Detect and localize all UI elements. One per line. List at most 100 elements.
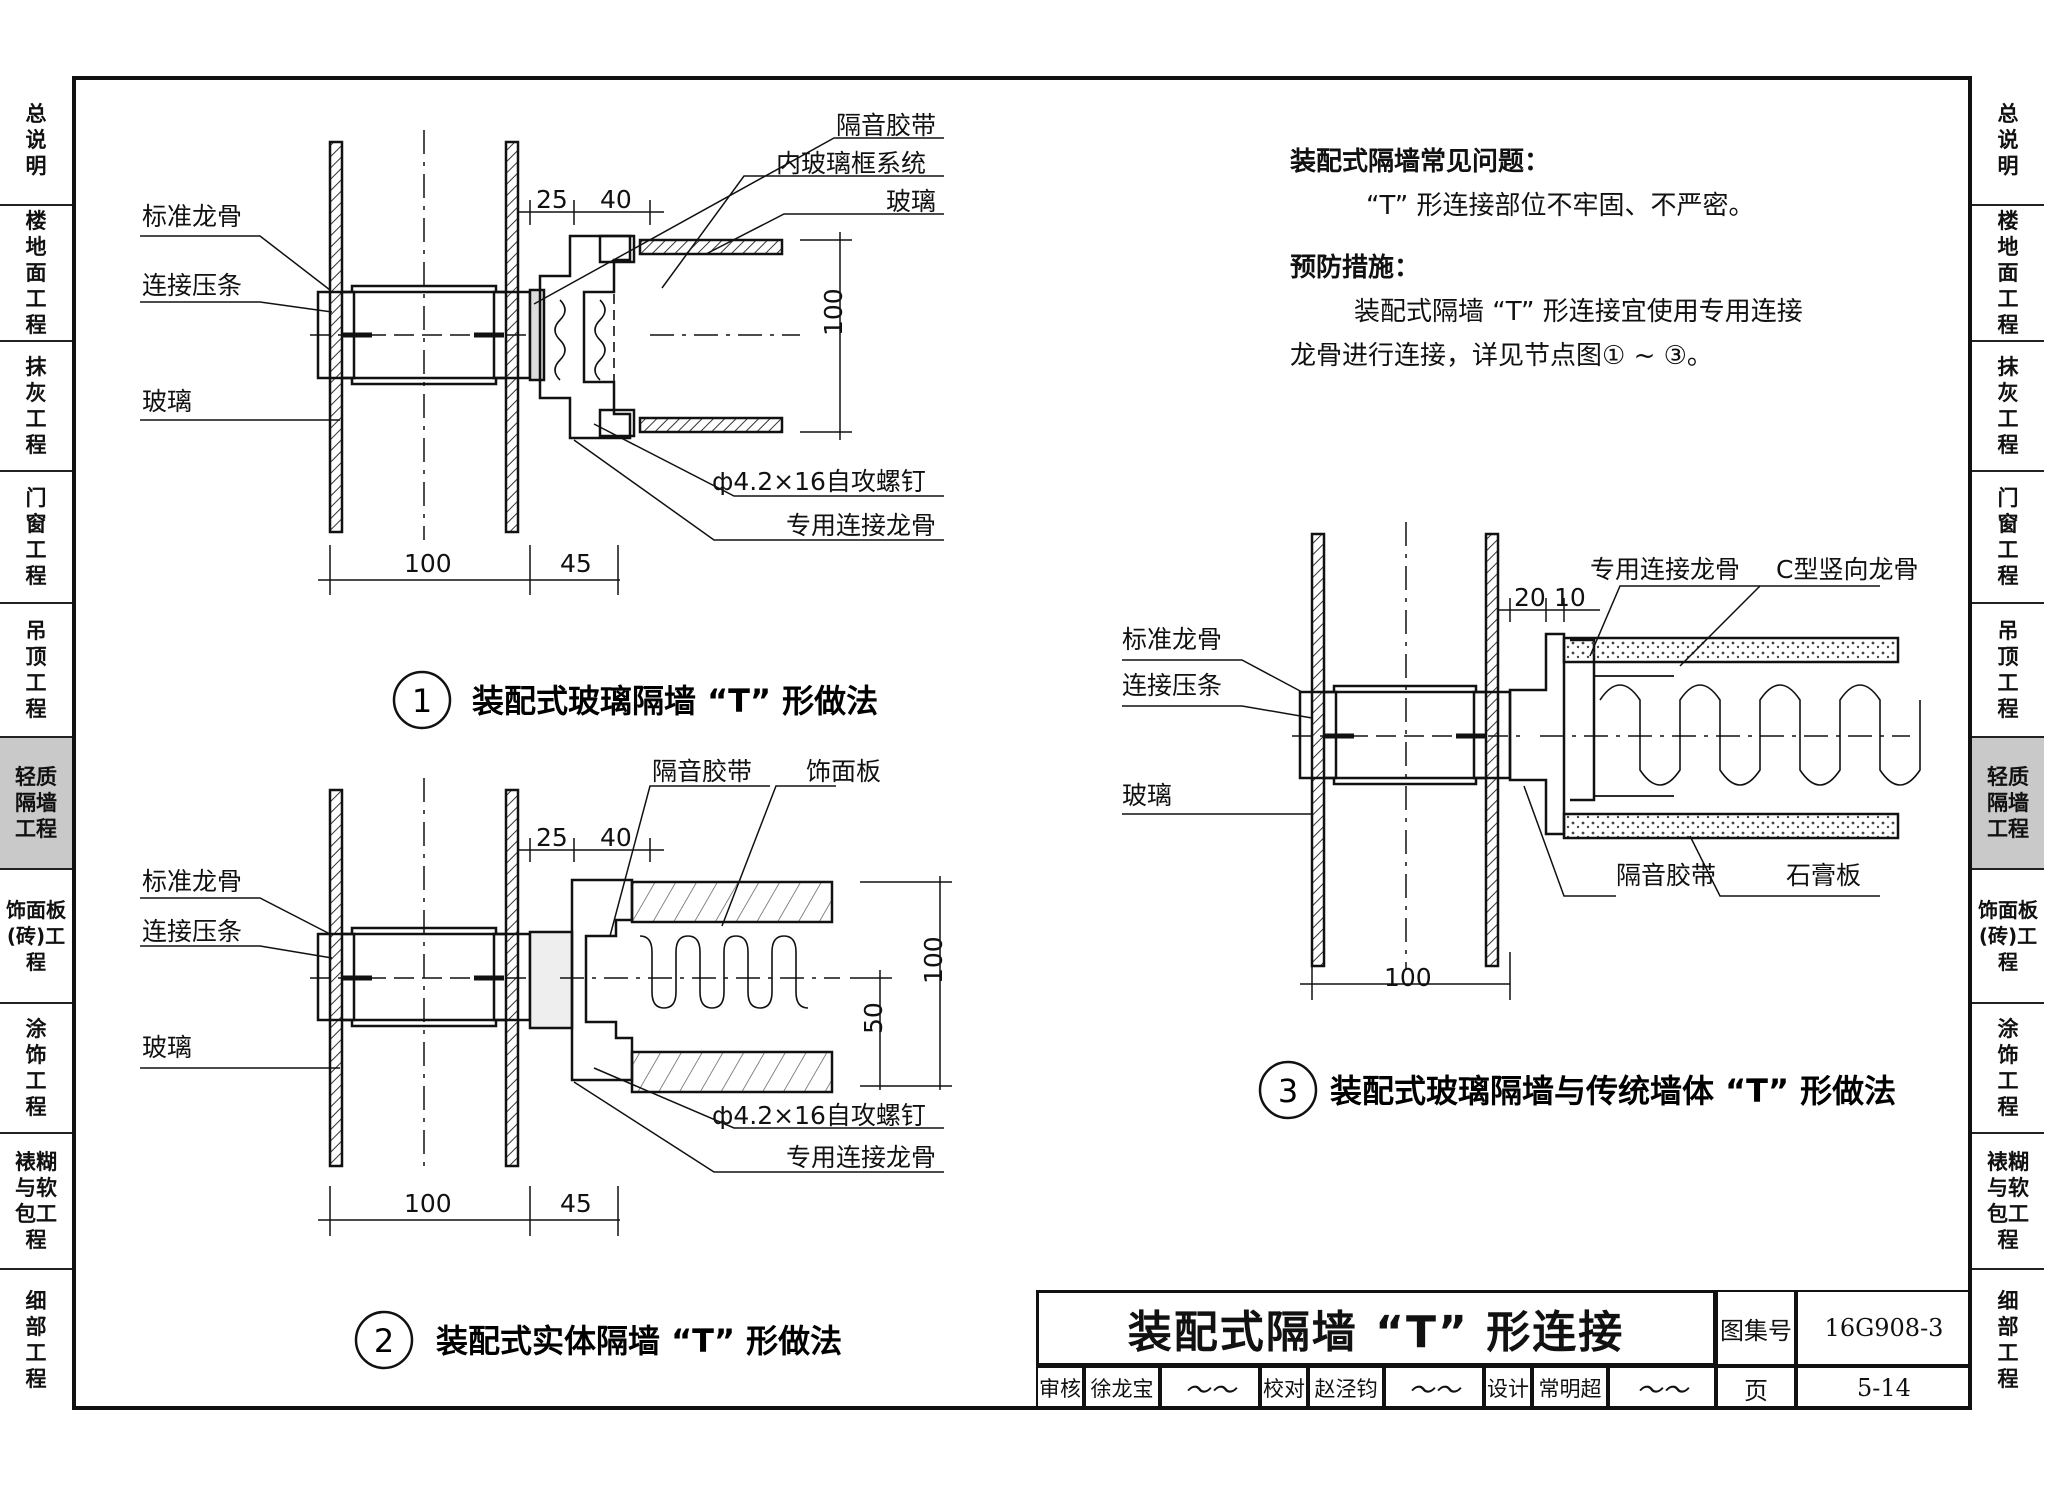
- right-tab-strip: 总说明 楼地面工程 抹灰工程 门窗工程 吊顶工程 轻质隔墙工程 饰面板(砖)工程…: [1972, 76, 2044, 1410]
- d1-dim-100: 100: [404, 549, 452, 578]
- page-label: 页: [1716, 1366, 1796, 1410]
- tab-detail[interactable]: 细部工程: [25, 1289, 47, 1391]
- checker-name: 赵泾钧: [1308, 1366, 1384, 1410]
- d2-label-press-strip: 连接压条: [142, 917, 242, 946]
- notes-block: 装配式隔墙常见问题： “T” 形连接部位不牢固、不严密。 预防措施： 装配式隔墙…: [1290, 140, 1803, 378]
- tab-general-right[interactable]: 总说明: [1972, 76, 2044, 206]
- d1-dim-40: 40: [600, 185, 632, 214]
- d1-caption-number: 1: [412, 682, 432, 720]
- detail-2-caption: 2 装配式实体隔墙 “T” 形做法: [354, 1310, 842, 1370]
- tab-wallpaper[interactable]: 裱糊与软包工程: [0, 1134, 72, 1270]
- d3-insulation: [1599, 684, 1921, 786]
- d1-glass-top: [638, 238, 784, 256]
- tab-doors-windows-right[interactable]: 门窗工程: [1972, 472, 2044, 604]
- d3-dim-10: 10: [1554, 583, 1586, 612]
- d3-caption-text: 装配式玻璃隔墙与传统墙体 “T” 形做法: [1330, 1072, 1896, 1110]
- tab-ceiling-right[interactable]: 吊顶工程: [1972, 604, 2044, 738]
- d3-label-special-keel: 专用连接龙骨: [1590, 555, 1740, 584]
- detail-3-labels: 标准龙骨 连接压条 玻璃 专用连接龙骨 C型竖向龙骨 隔音胶带 石膏板 20 1…: [1122, 555, 1918, 992]
- d3-caption-circle: [1258, 1060, 1318, 1120]
- detail-2: [140, 778, 952, 1236]
- d2-dim-25: 25: [536, 823, 568, 852]
- designer-signature: 〜〜: [1608, 1366, 1716, 1410]
- reviewer-name: 徐龙宝: [1084, 1366, 1160, 1410]
- d1-label-standard-keel: 标准龙骨: [142, 202, 242, 231]
- tab-floor-right[interactable]: 楼地面工程: [1972, 206, 2044, 342]
- d2-insulation: [639, 935, 809, 1009]
- d1-label-sound-tape: 隔音胶带: [836, 111, 936, 140]
- check-label: 校对: [1260, 1366, 1308, 1410]
- d2-label-screw: ф4.2×16自攻螺钉: [712, 1101, 926, 1130]
- d2-dim-100: 100: [404, 1189, 452, 1218]
- tab-facing-panel-right[interactable]: 饰面板(砖)工程: [1972, 870, 2044, 1004]
- d1-label-glass: 玻璃: [142, 387, 192, 416]
- tab-general[interactable]: 总说明: [0, 76, 72, 206]
- design-label: 设计: [1484, 1366, 1532, 1410]
- designer-name: 常明超: [1532, 1366, 1608, 1410]
- tab-wallpaper-right[interactable]: 裱糊与软包工程: [1972, 1134, 2044, 1270]
- problem-heading: 装配式隔墙常见问题：: [1290, 147, 1551, 177]
- tab-coating-right[interactable]: 涂饰工程: [1972, 1004, 2044, 1134]
- d1-dim-25: 25: [536, 185, 568, 214]
- d3-label-c-keel: C型竖向龙骨: [1776, 555, 1918, 584]
- left-tab-strip: 总说明 楼地面工程 抹灰工程 门窗工程 吊顶工程 轻质隔墙工程 饰面板(砖)工程…: [0, 76, 72, 1410]
- problem-text: “T” 形连接部位不牢固、不严密。: [1366, 191, 1755, 221]
- d1-special-keel: [538, 234, 632, 440]
- d2-label-glass: 玻璃: [142, 1033, 192, 1062]
- d1-glass-bottom: [638, 416, 784, 434]
- d2-dim-50: 50: [859, 1002, 888, 1034]
- d1-dim-45: 45: [560, 549, 592, 578]
- d3-special-keel: [1508, 632, 1566, 836]
- d1-label-special-keel: 专用连接龙骨: [786, 511, 936, 540]
- d2-label-sound-tape: 隔音胶带: [652, 757, 752, 786]
- atlas-label: 图集号: [1716, 1290, 1796, 1366]
- drawing-title: 装配式隔墙 “T” 形连接: [1036, 1290, 1716, 1366]
- d3-gypsum-bottom: [1562, 812, 1900, 840]
- d3-label-sound-tape: 隔音胶带: [1616, 861, 1716, 890]
- d1-glass-left: [328, 140, 344, 534]
- detail-1-labels: 标准龙骨 连接压条 玻璃 隔音胶带 内玻璃框系统 玻璃 ф4.2×16自攻螺钉 …: [142, 111, 936, 578]
- d3-glass-right: [1484, 532, 1500, 968]
- d3-label-standard-keel: 标准龙骨: [1122, 625, 1222, 654]
- tab-light-partition-right[interactable]: 轻质隔墙工程: [1972, 738, 2044, 870]
- d1-label-inner-frame: 内玻璃框系统: [776, 149, 926, 178]
- detail-3-caption: 3 装配式玻璃隔墙与传统墙体 “T” 形做法: [1258, 1060, 1896, 1120]
- d2-dim-100-vertical: 100: [919, 936, 948, 984]
- d2-label-panel: 饰面板: [806, 757, 881, 786]
- page-value: 5-14: [1796, 1366, 1972, 1410]
- tab-plaster-right[interactable]: 抹灰工程: [1972, 342, 2044, 472]
- d1-label-screw: ф4.2×16自攻螺钉: [712, 467, 926, 496]
- tab-doors-windows[interactable]: 门窗工程: [0, 472, 72, 604]
- drawing-frame: [72, 76, 1972, 1410]
- detail-3: [1122, 522, 1921, 1000]
- detail-1: [140, 130, 944, 595]
- d2-dim-45: 45: [560, 1189, 592, 1218]
- d3-gypsum-top: [1562, 636, 1900, 664]
- d2-special-keel: [570, 878, 634, 1082]
- measure-line-2: 龙骨进行连接，详见节点图① ~ ③。: [1290, 341, 1713, 371]
- tab-plaster[interactable]: 抹灰工程: [0, 342, 72, 472]
- tab-ceiling[interactable]: 吊顶工程: [0, 604, 72, 738]
- atlas-value: 16G908-3: [1796, 1290, 1972, 1366]
- d1-caption-circle: [392, 670, 452, 730]
- d3-dim-20: 20: [1514, 583, 1546, 612]
- d1-label-press-strip: 连接压条: [142, 271, 242, 300]
- d1-dim-100-vertical: 100: [819, 288, 848, 336]
- detail-1-caption: 1 装配式玻璃隔墙 “T” 形做法: [392, 670, 878, 730]
- d2-label-standard-keel: 标准龙骨: [142, 867, 242, 896]
- title-block: 装配式隔墙 “T” 形连接 图集号 16G908-3 审核 徐龙宝 〜〜 校对 …: [1036, 1290, 1972, 1410]
- d3-label-press-strip: 连接压条: [1122, 671, 1222, 700]
- checker-signature: 〜〜: [1384, 1366, 1484, 1410]
- d2-label-special-keel: 专用连接龙骨: [786, 1143, 936, 1172]
- tab-facing-panel[interactable]: 饰面板(砖)工程: [0, 870, 72, 1004]
- d3-label-glass: 玻璃: [1122, 781, 1172, 810]
- measure-heading: 预防措施：: [1290, 253, 1421, 283]
- d2-caption-circle: [354, 1310, 414, 1370]
- tab-coating[interactable]: 涂饰工程: [0, 1004, 72, 1134]
- d3-glass-left: [1310, 532, 1326, 968]
- tab-light-partition[interactable]: 轻质隔墙工程: [0, 738, 72, 870]
- d2-panel-bottom: [630, 1050, 834, 1094]
- tab-detail-right[interactable]: 细部工程: [1997, 1289, 2019, 1391]
- tab-floor[interactable]: 楼地面工程: [0, 206, 72, 342]
- d2-caption-text: 装配式实体隔墙 “T” 形做法: [436, 1322, 842, 1360]
